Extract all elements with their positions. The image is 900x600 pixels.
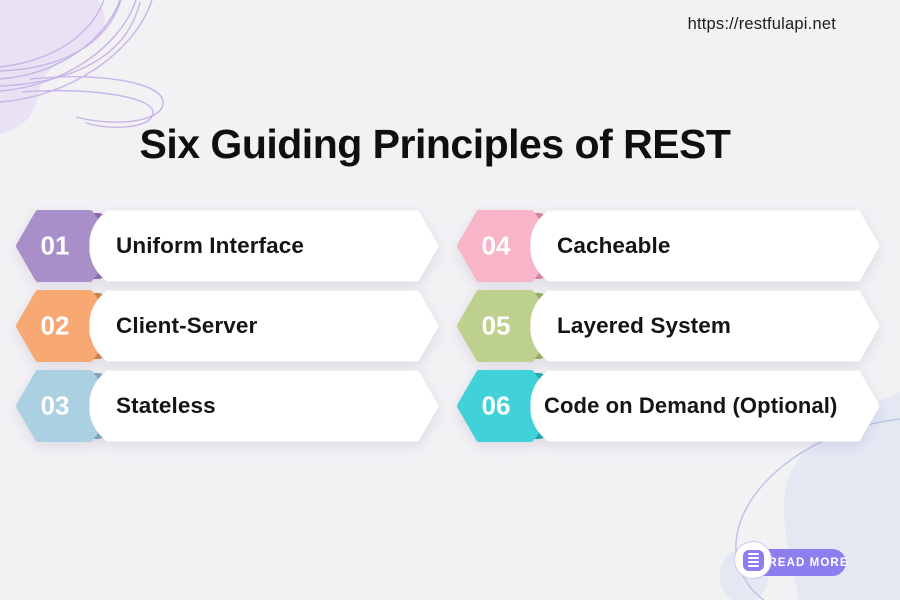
principle-label: Client-Server [116, 313, 258, 338]
label-banner-arrow [530, 290, 880, 362]
principle-item: 03 Stateless [13, 369, 443, 443]
principle-shape [457, 370, 880, 442]
principle-shape [457, 290, 880, 362]
principle-shape [16, 370, 439, 442]
principle-number: 06 [481, 390, 511, 421]
lavender-blob [0, 0, 105, 134]
principle-number: 02 [40, 310, 70, 341]
principle-item: 02 Client-Server [13, 289, 443, 363]
principle-number: 04 [481, 230, 511, 261]
principle-shape [457, 210, 880, 282]
principle-item: 04 Cacheable [454, 209, 884, 283]
read-more-button[interactable]: READ MORE [734, 541, 856, 583]
read-more-icon-circle [734, 541, 772, 579]
principle-number: 01 [40, 230, 70, 261]
website-url: https://restfulapi.net [687, 15, 836, 33]
principle-number: 05 [481, 310, 511, 341]
page-title: Six Guiding Principles of REST [139, 121, 731, 167]
document-lines-icon [742, 549, 764, 571]
label-banner-arrow [89, 370, 439, 442]
principle-shape [16, 290, 439, 362]
principle-item: 05 Layered System [454, 289, 884, 363]
principle-label: Uniform Interface [116, 233, 304, 258]
principle-item: 01 Uniform Interface [13, 209, 443, 283]
label-banner-arrow [530, 210, 880, 282]
principle-label: Layered System [557, 313, 731, 338]
principle-shape [16, 210, 439, 282]
principle-label: Code on Demand (Optional) [544, 393, 838, 418]
swirl-lines-decoration [0, 0, 164, 128]
principle-label: Stateless [116, 393, 216, 418]
principle-item: 06 Code on Demand (Optional) [454, 369, 884, 443]
principle-label: Cacheable [557, 233, 671, 258]
label-banner-arrow [89, 290, 439, 362]
principle-number: 03 [40, 390, 70, 421]
read-more-label: READ MORE [768, 556, 849, 569]
label-banner-arrow [89, 210, 439, 282]
label-banner-arrow [530, 370, 880, 442]
